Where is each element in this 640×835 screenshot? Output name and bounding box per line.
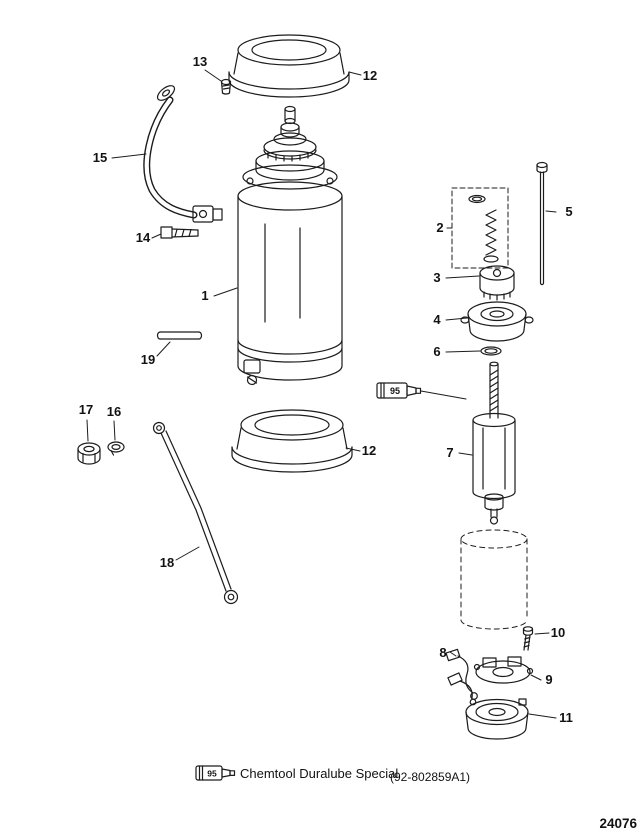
legend-part-number: (92-802859A1): [390, 770, 470, 784]
callout-19: 19: [141, 352, 155, 367]
callout-14: 14: [136, 230, 151, 245]
callout-4: 4: [433, 312, 441, 327]
callout-10: 10: [551, 625, 565, 640]
washer-16: [107, 441, 125, 456]
spring-kit-box: [451, 187, 509, 269]
collar-bottom: [231, 409, 353, 473]
callout-6: 6: [433, 344, 440, 359]
drive-pinion-3: [479, 265, 515, 301]
drawing-number: 24076: [599, 816, 637, 831]
legend: 95 Chemtool Duralube Special (92-802859A…: [207, 766, 470, 784]
end-housing-4: [460, 301, 534, 342]
legend-lube-name: Chemtool Duralube Special: [240, 766, 398, 781]
tie-rod-18: [152, 421, 239, 605]
legend-lube-code: 95: [207, 769, 217, 779]
callout-3: 3: [433, 270, 440, 285]
drive-end-assembly: [242, 105, 338, 190]
lube-tube-legend-icon: [195, 765, 236, 781]
armature-7: [472, 361, 516, 525]
callout-15: 15: [93, 150, 107, 165]
callout-1: 1: [201, 288, 208, 303]
leader-lines: [86, 69, 557, 719]
callout-2: 2: [436, 220, 443, 235]
brush-plate-9: [473, 656, 534, 684]
callout-12-top: 12: [363, 68, 377, 83]
callout-12-bottom: 12: [362, 443, 376, 458]
pin-19: [156, 331, 203, 340]
end-cap-11: [465, 698, 529, 740]
screw-13: [220, 78, 232, 95]
callout-9: 9: [545, 672, 552, 687]
lube-tube-inline: [376, 382, 422, 399]
starter-motor-body: [237, 181, 343, 386]
callout-18: 18: [160, 555, 174, 570]
callout-labels: 13 12 15 14 1 19 2 5 3 4 6 7 17 16 12 18…: [79, 54, 573, 725]
callout-5: 5: [565, 204, 572, 219]
bolt-14: [160, 226, 199, 239]
callout-8: 8: [439, 645, 446, 660]
screw-10: [522, 626, 534, 651]
callout-17: 17: [79, 402, 93, 417]
nut-17: [77, 442, 101, 465]
callout-16: 16: [107, 404, 121, 419]
battery-cable: [143, 85, 223, 223]
phantom-frame: [460, 529, 528, 630]
callout-13: 13: [193, 54, 207, 69]
spacer-ring-6: [480, 346, 502, 356]
through-bolt-5: [536, 161, 548, 286]
callout-7: 7: [446, 445, 453, 460]
callout-11: 11: [559, 710, 573, 725]
brush-set-8: [445, 648, 478, 706]
lube-code-inline: 95: [390, 386, 400, 396]
collar-top: [228, 34, 350, 98]
